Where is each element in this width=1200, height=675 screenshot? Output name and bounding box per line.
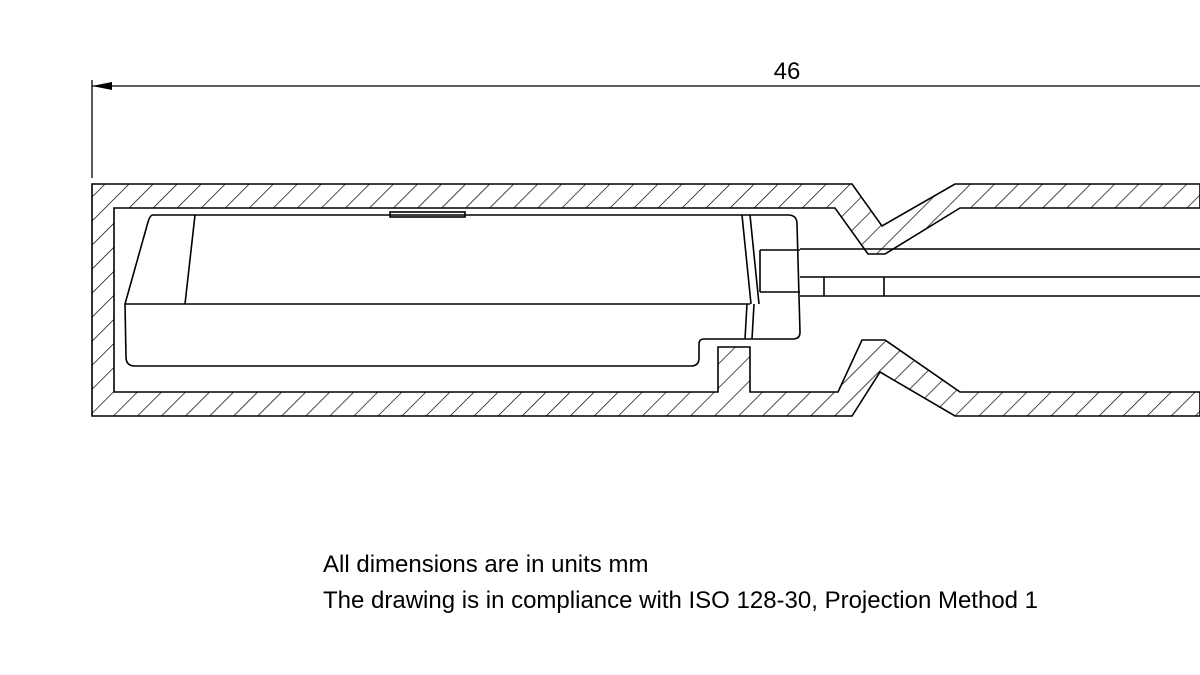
component-outline bbox=[124, 214, 801, 367]
compliance-note: The drawing is in compliance with ISO 12… bbox=[323, 587, 1039, 614]
component-divider-2 bbox=[749, 214, 760, 305]
dimension-label: 46 bbox=[774, 58, 801, 85]
component-divider-4 bbox=[751, 303, 755, 340]
units-note: All dimensions are in units mm bbox=[323, 551, 649, 578]
inner-component bbox=[124, 211, 801, 367]
component-divider-3 bbox=[744, 303, 748, 340]
dimension-46: 46 bbox=[91, 58, 1200, 178]
component-rear-step bbox=[759, 249, 800, 293]
housing-hatched-wall bbox=[91, 183, 1200, 417]
dimension-arrowhead bbox=[92, 82, 112, 90]
component-inner-edge bbox=[184, 214, 196, 305]
housing-section bbox=[91, 183, 1200, 417]
component-divider-1 bbox=[741, 214, 752, 305]
lead-shaft bbox=[800, 248, 1200, 297]
component-top-tab bbox=[389, 211, 466, 218]
